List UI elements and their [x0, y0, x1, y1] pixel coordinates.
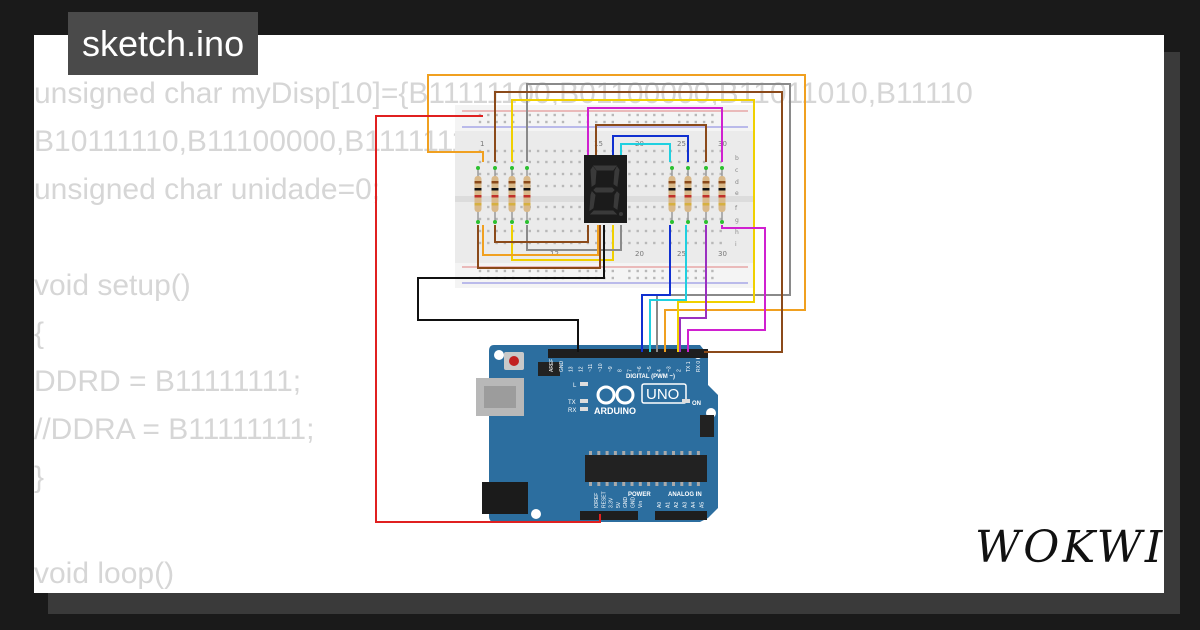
wire-purple-down: [679, 225, 707, 352]
wire-blue-top: [612, 135, 689, 162]
pin-label: AREF: [549, 359, 555, 372]
code-line: void setup(): [34, 269, 191, 302]
bb-row-i: i: [735, 241, 737, 248]
arduino-logo: UNO ARDUINO: [594, 383, 687, 416]
pin-label: A2: [674, 502, 680, 508]
code-line: }: [34, 461, 45, 494]
bb-col-25b: 25: [677, 250, 686, 258]
wire-gray-low: [526, 225, 622, 251]
code-line: unsigned char unidade=0;: [34, 173, 381, 206]
code-line: //DDRA = B11111111;: [34, 413, 315, 446]
digital-header: [548, 349, 708, 358]
pin-label: ~3: [667, 366, 673, 372]
brand-label: ARDUINO: [594, 406, 636, 416]
pin-label: 3.3V: [609, 497, 615, 508]
pin-label: 5V: [616, 501, 622, 508]
pin-label: 13: [569, 366, 575, 372]
pin-label: GND: [623, 497, 629, 509]
bb-col-15: 15: [594, 140, 603, 148]
bb-row-b: b: [735, 155, 739, 162]
pin-label: ~11: [588, 364, 594, 372]
pin-label: TX 1: [686, 361, 692, 372]
bb-row-f: f: [735, 205, 738, 212]
bb-row-h: h: [735, 229, 739, 236]
pin-label: A5: [700, 502, 706, 508]
pin-label: 2: [676, 369, 682, 372]
led-tx-label: TX: [568, 400, 576, 406]
wires: [375, 74, 806, 523]
power-jack: [482, 482, 528, 514]
wire-magenta-down: [687, 225, 766, 352]
wire-orange-low: [482, 225, 599, 256]
wire-red: [375, 115, 601, 523]
bb-row-c: c: [735, 167, 738, 174]
code-line: DDRD = B11111111;: [34, 365, 302, 398]
pin-label: Vin: [638, 501, 644, 508]
pin-label: A1: [666, 502, 672, 508]
resistors: [474, 166, 726, 224]
analog-label: ANALOG IN: [668, 492, 702, 498]
model-label: UNO: [646, 386, 679, 403]
pin-label: 7: [627, 369, 633, 372]
pin-label: RESET: [601, 491, 607, 508]
led-rx-label: RX: [568, 408, 576, 414]
atmega-chip: [585, 455, 707, 482]
pin-label: IOREF: [594, 493, 600, 508]
code-line: unsigned char myDisp[10]={B11111100,B011…: [34, 77, 973, 110]
pin-label: ~10: [598, 363, 604, 372]
pin-label: ~9: [608, 366, 614, 372]
pin-label: A3: [683, 502, 689, 508]
wire-brown-low: [494, 225, 589, 243]
bb-col-30b: 30: [718, 250, 727, 258]
digital-label: DIGITAL (PWM ~): [626, 374, 675, 380]
bb-row-g: g: [735, 217, 739, 224]
code-line: void loop(): [34, 557, 175, 590]
pin-label: GND: [559, 361, 565, 373]
wire-brown-bottom: [477, 225, 601, 269]
seven-segment-display[interactable]: [584, 155, 627, 223]
pin-label: 8: [618, 369, 624, 372]
pin-label: 4: [657, 369, 663, 372]
analog-header: [655, 511, 707, 520]
on-label: ON: [692, 401, 701, 407]
bb-col-20b: 20: [635, 250, 644, 258]
wire-black: [417, 225, 605, 352]
pin-label: RX 0: [696, 361, 702, 372]
pin-label: ~6: [637, 366, 643, 372]
power-label: POWER: [628, 492, 651, 498]
file-title-tab[interactable]: sketch.ino: [68, 12, 259, 75]
pin-label: A4: [691, 502, 697, 508]
pin-label: 12: [578, 366, 584, 372]
wokwi-logo: WOKWI: [975, 522, 1166, 573]
wire-orange: [427, 74, 806, 352]
arduino-uno-board[interactable]: UNO ARDUINO DIGITAL (PWM ~) POWER ANALOG…: [476, 345, 718, 522]
bb-row-e: e: [735, 190, 739, 197]
pin-label: GND: [631, 497, 637, 509]
wire-gray: [526, 83, 791, 352]
wire-brown-top: [595, 124, 707, 162]
wire-cyan-top: [620, 143, 671, 162]
code-line: {: [34, 317, 45, 350]
bb-col-25: 25: [677, 140, 686, 148]
bb-col-1: 1: [480, 140, 484, 148]
power-header: [580, 511, 638, 520]
pin-label: A0: [657, 502, 663, 508]
wire-magenta-top: [587, 107, 723, 162]
pin-label: ~5: [647, 366, 653, 372]
led-l-label: L: [573, 383, 577, 389]
wire-brown: [494, 91, 783, 353]
wire-cyan-down: [649, 225, 687, 352]
bb-row-d: d: [735, 179, 739, 186]
wire-yellow: [511, 99, 755, 352]
wire-blue-down: [641, 225, 671, 352]
